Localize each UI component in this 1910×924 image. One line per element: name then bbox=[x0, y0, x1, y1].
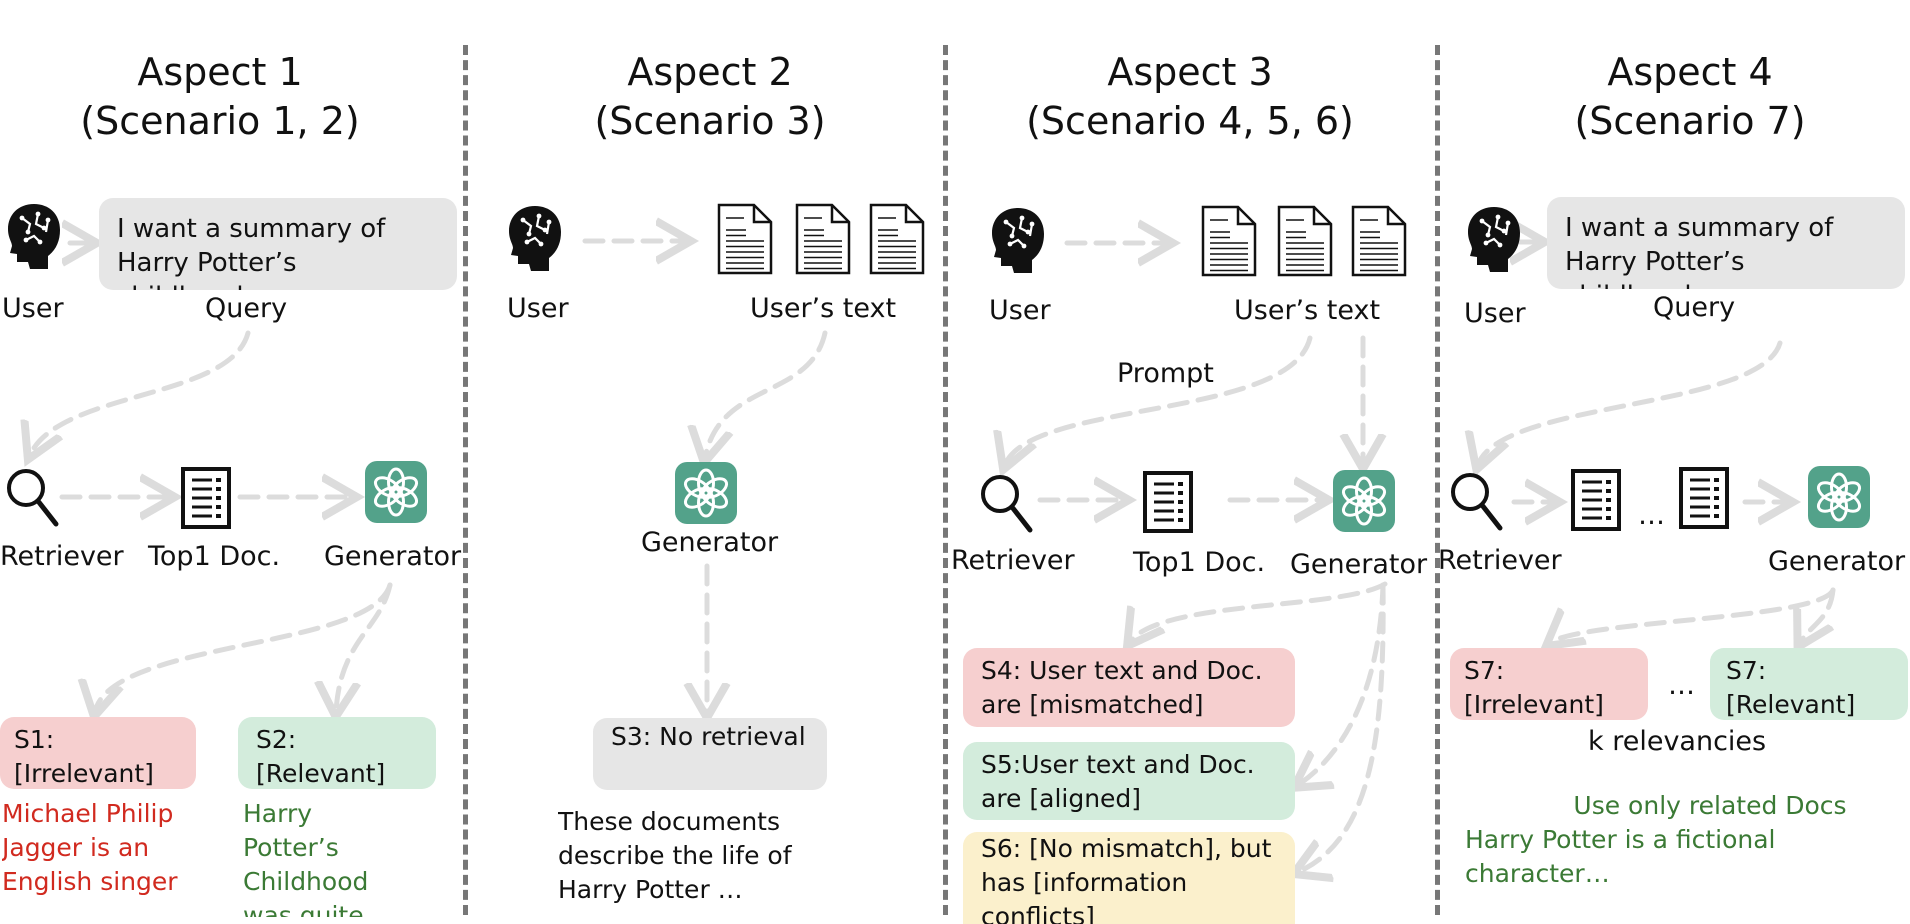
s1-output-text: Michael Philip Jagger is an English sing… bbox=[2, 799, 178, 896]
doc-list-icon bbox=[181, 467, 231, 529]
arrow-generator-s2 bbox=[336, 582, 393, 712]
document-icon bbox=[795, 203, 851, 275]
user-head-icon bbox=[8, 204, 60, 269]
s1-box: S1: [Irrelevant] bbox=[0, 717, 196, 789]
users-text-label-2: User’s text bbox=[750, 293, 897, 324]
retriever-label-1: Retriever bbox=[0, 541, 124, 572]
arrow-generator-s1 bbox=[95, 582, 393, 712]
openai-generator-icon bbox=[675, 462, 737, 524]
query-box-1: I want a summary of Harry Potter’s child… bbox=[99, 198, 457, 290]
retriever-label-4: Retriever bbox=[1438, 545, 1562, 576]
user-label-3: User bbox=[989, 295, 1051, 326]
s5-box: S5:User text and Doc. are [aligned] bbox=[963, 742, 1295, 820]
user-head-icon bbox=[992, 208, 1044, 273]
arrow-query-retriever-1 bbox=[30, 330, 251, 455]
s3-output-text: These documents describe the life of Har… bbox=[558, 807, 792, 904]
doc-list-icon bbox=[1143, 471, 1193, 533]
document-icon bbox=[717, 203, 773, 275]
arrow-generator-s5 bbox=[1298, 582, 1386, 785]
s3-box: S3: No retrieval bbox=[593, 718, 827, 790]
aspect-2-header: Aspect 2 (Scenario 3) bbox=[520, 48, 900, 146]
aspect-separator-1 bbox=[463, 45, 468, 915]
aspect-4-subtitle: (Scenario 7) bbox=[1574, 99, 1806, 143]
arrow-generator-s7-irrelevant bbox=[1550, 587, 1836, 643]
search-icon bbox=[981, 475, 1033, 533]
arrow-text-generator-2 bbox=[705, 330, 828, 458]
document-icon bbox=[1201, 205, 1257, 277]
user-label-1: User bbox=[2, 293, 64, 324]
generator-label-1: Generator bbox=[324, 541, 462, 572]
arrow-text-retriever-3 bbox=[1005, 335, 1313, 465]
document-icon bbox=[869, 203, 925, 275]
arrow-generator-s4 bbox=[1130, 581, 1388, 642]
aspect-1-subtitle: (Scenario 1, 2) bbox=[80, 99, 360, 143]
generator-label-3: Generator bbox=[1290, 549, 1428, 580]
aspect4-heading: Use only related Docs bbox=[1573, 791, 1847, 820]
docs-ellipsis: … bbox=[1638, 500, 1665, 531]
openai-generator-icon bbox=[365, 461, 427, 523]
k-relevancies-label: k relevancies bbox=[1588, 726, 1767, 757]
s2-output-text: Harry Potter’s Childhood was quite bbox=[243, 799, 369, 917]
arrow-generator-s7-relevant bbox=[1800, 587, 1836, 643]
generator-label-2: Generator bbox=[641, 527, 779, 558]
aspect-4-title: Aspect 4 bbox=[1607, 50, 1773, 94]
user-label-4: User bbox=[1464, 298, 1526, 329]
search-icon bbox=[1451, 473, 1503, 531]
query-label-4: Query bbox=[1653, 292, 1736, 323]
aspect-1-title: Aspect 1 bbox=[137, 50, 303, 94]
aspect-separator-2 bbox=[943, 45, 948, 915]
s6-box: S6: [No mismatch], but has [information … bbox=[963, 832, 1295, 924]
prompt-label: Prompt bbox=[1117, 358, 1214, 389]
arrow-query-retriever-4 bbox=[1478, 340, 1783, 465]
user-head-icon bbox=[509, 206, 561, 271]
generator-label-4: Generator bbox=[1768, 546, 1906, 577]
user-label-2: User bbox=[507, 293, 569, 324]
query-box-4: I want a summary of Harry Potter’s child… bbox=[1547, 197, 1905, 289]
aspect-3-title: Aspect 3 bbox=[1107, 50, 1273, 94]
s7-ellipsis: … bbox=[1668, 670, 1695, 701]
search-icon bbox=[7, 469, 59, 527]
query-label-1: Query bbox=[205, 293, 288, 324]
s2-box: S2: [Relevant] bbox=[238, 717, 436, 789]
doc-list-icon bbox=[1679, 467, 1729, 529]
doc-list-icon bbox=[1571, 469, 1621, 531]
aspect-separator-3 bbox=[1435, 45, 1440, 915]
s7-irrelevant-box: S7: [Irrelevant] bbox=[1450, 648, 1648, 720]
top1-doc-label-1: Top1 Doc. bbox=[148, 541, 281, 572]
document-icon bbox=[1277, 205, 1333, 277]
user-head-icon bbox=[1468, 207, 1520, 272]
retriever-label-3: Retriever bbox=[951, 545, 1075, 576]
aspect-3-header: Aspect 3 (Scenario 4, 5, 6) bbox=[1000, 48, 1380, 146]
openai-generator-icon bbox=[1333, 470, 1395, 532]
arrow-generator-s6 bbox=[1298, 582, 1386, 872]
aspect-2-subtitle: (Scenario 3) bbox=[594, 99, 826, 143]
users-text-label-3: User’s text bbox=[1234, 295, 1381, 326]
aspect-1-header: Aspect 1 (Scenario 1, 2) bbox=[30, 48, 410, 146]
document-icon bbox=[1351, 205, 1407, 277]
aspect4-output-text: Harry Potter is a fictional character… bbox=[1465, 825, 1776, 888]
aspect-3-subtitle: (Scenario 4, 5, 6) bbox=[1026, 99, 1354, 143]
s4-box: S4: User text and Doc. are [mismatched] bbox=[963, 648, 1295, 727]
s7-relevant-box: S7: [Relevant] bbox=[1710, 648, 1908, 720]
top1-doc-label-3: Top1 Doc. bbox=[1133, 547, 1266, 578]
openai-generator-icon bbox=[1808, 466, 1870, 528]
aspect-4-header: Aspect 4 (Scenario 7) bbox=[1500, 48, 1880, 146]
aspect-2-title: Aspect 2 bbox=[627, 50, 793, 94]
